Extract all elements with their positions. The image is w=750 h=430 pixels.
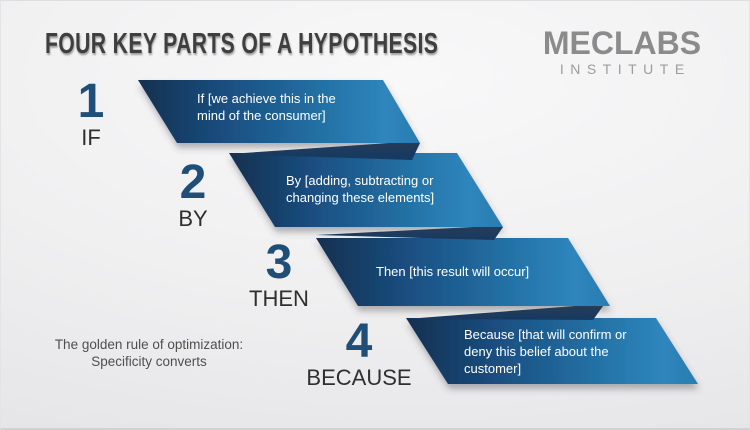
ribbon-2-shape [229,153,503,227]
note-line-1: The golden rule of optimization: [54,337,244,352]
ribbon-1-text: If [we achieve this in the mind of the c… [197,91,336,123]
step-4-label: BECAUSE [306,365,412,390]
step-1-label: IF [81,125,101,150]
logo-subtitle: INSTITUTE [559,61,691,77]
step-4-number: 4 [345,315,373,368]
logo: MECLABS INSTITUTE [541,26,703,77]
step-1: 1 IF [21,75,161,150]
ribbon-3-shape [316,238,610,306]
step-2-label: BY [178,206,208,231]
step-3-number: 3 [265,236,293,289]
note-line-2: Specificity converts [91,353,207,369]
step-1-number: 1 [77,75,105,128]
golden-rule-note: The golden rule of optimization: Specifi… [29,337,269,370]
ribbon-2-text: By [adding, subtracting or changing thes… [286,173,435,205]
step-2-number: 2 [179,156,207,209]
fold-3-4 [406,306,603,320]
step-2: 2 BY [123,156,263,231]
step-3-label: THEN [249,286,309,311]
ribbon-1-shape [138,80,420,143]
page-title: FOUR KEY PARTS OF A HYPOTHESIS [45,28,439,60]
logo-name: MECLABS [542,25,702,61]
ribbon-4-shape [406,318,698,384]
step-3: 3 THEN [209,236,349,311]
fold-2-3 [316,227,503,240]
ribbon-4-text: Because [that will confirm or deny this … [464,327,627,376]
ribbon-3-text: Then [this result will occur] [376,264,530,279]
step-4: 4 BECAUSE [289,315,429,390]
fold-1-2 [229,143,420,160]
